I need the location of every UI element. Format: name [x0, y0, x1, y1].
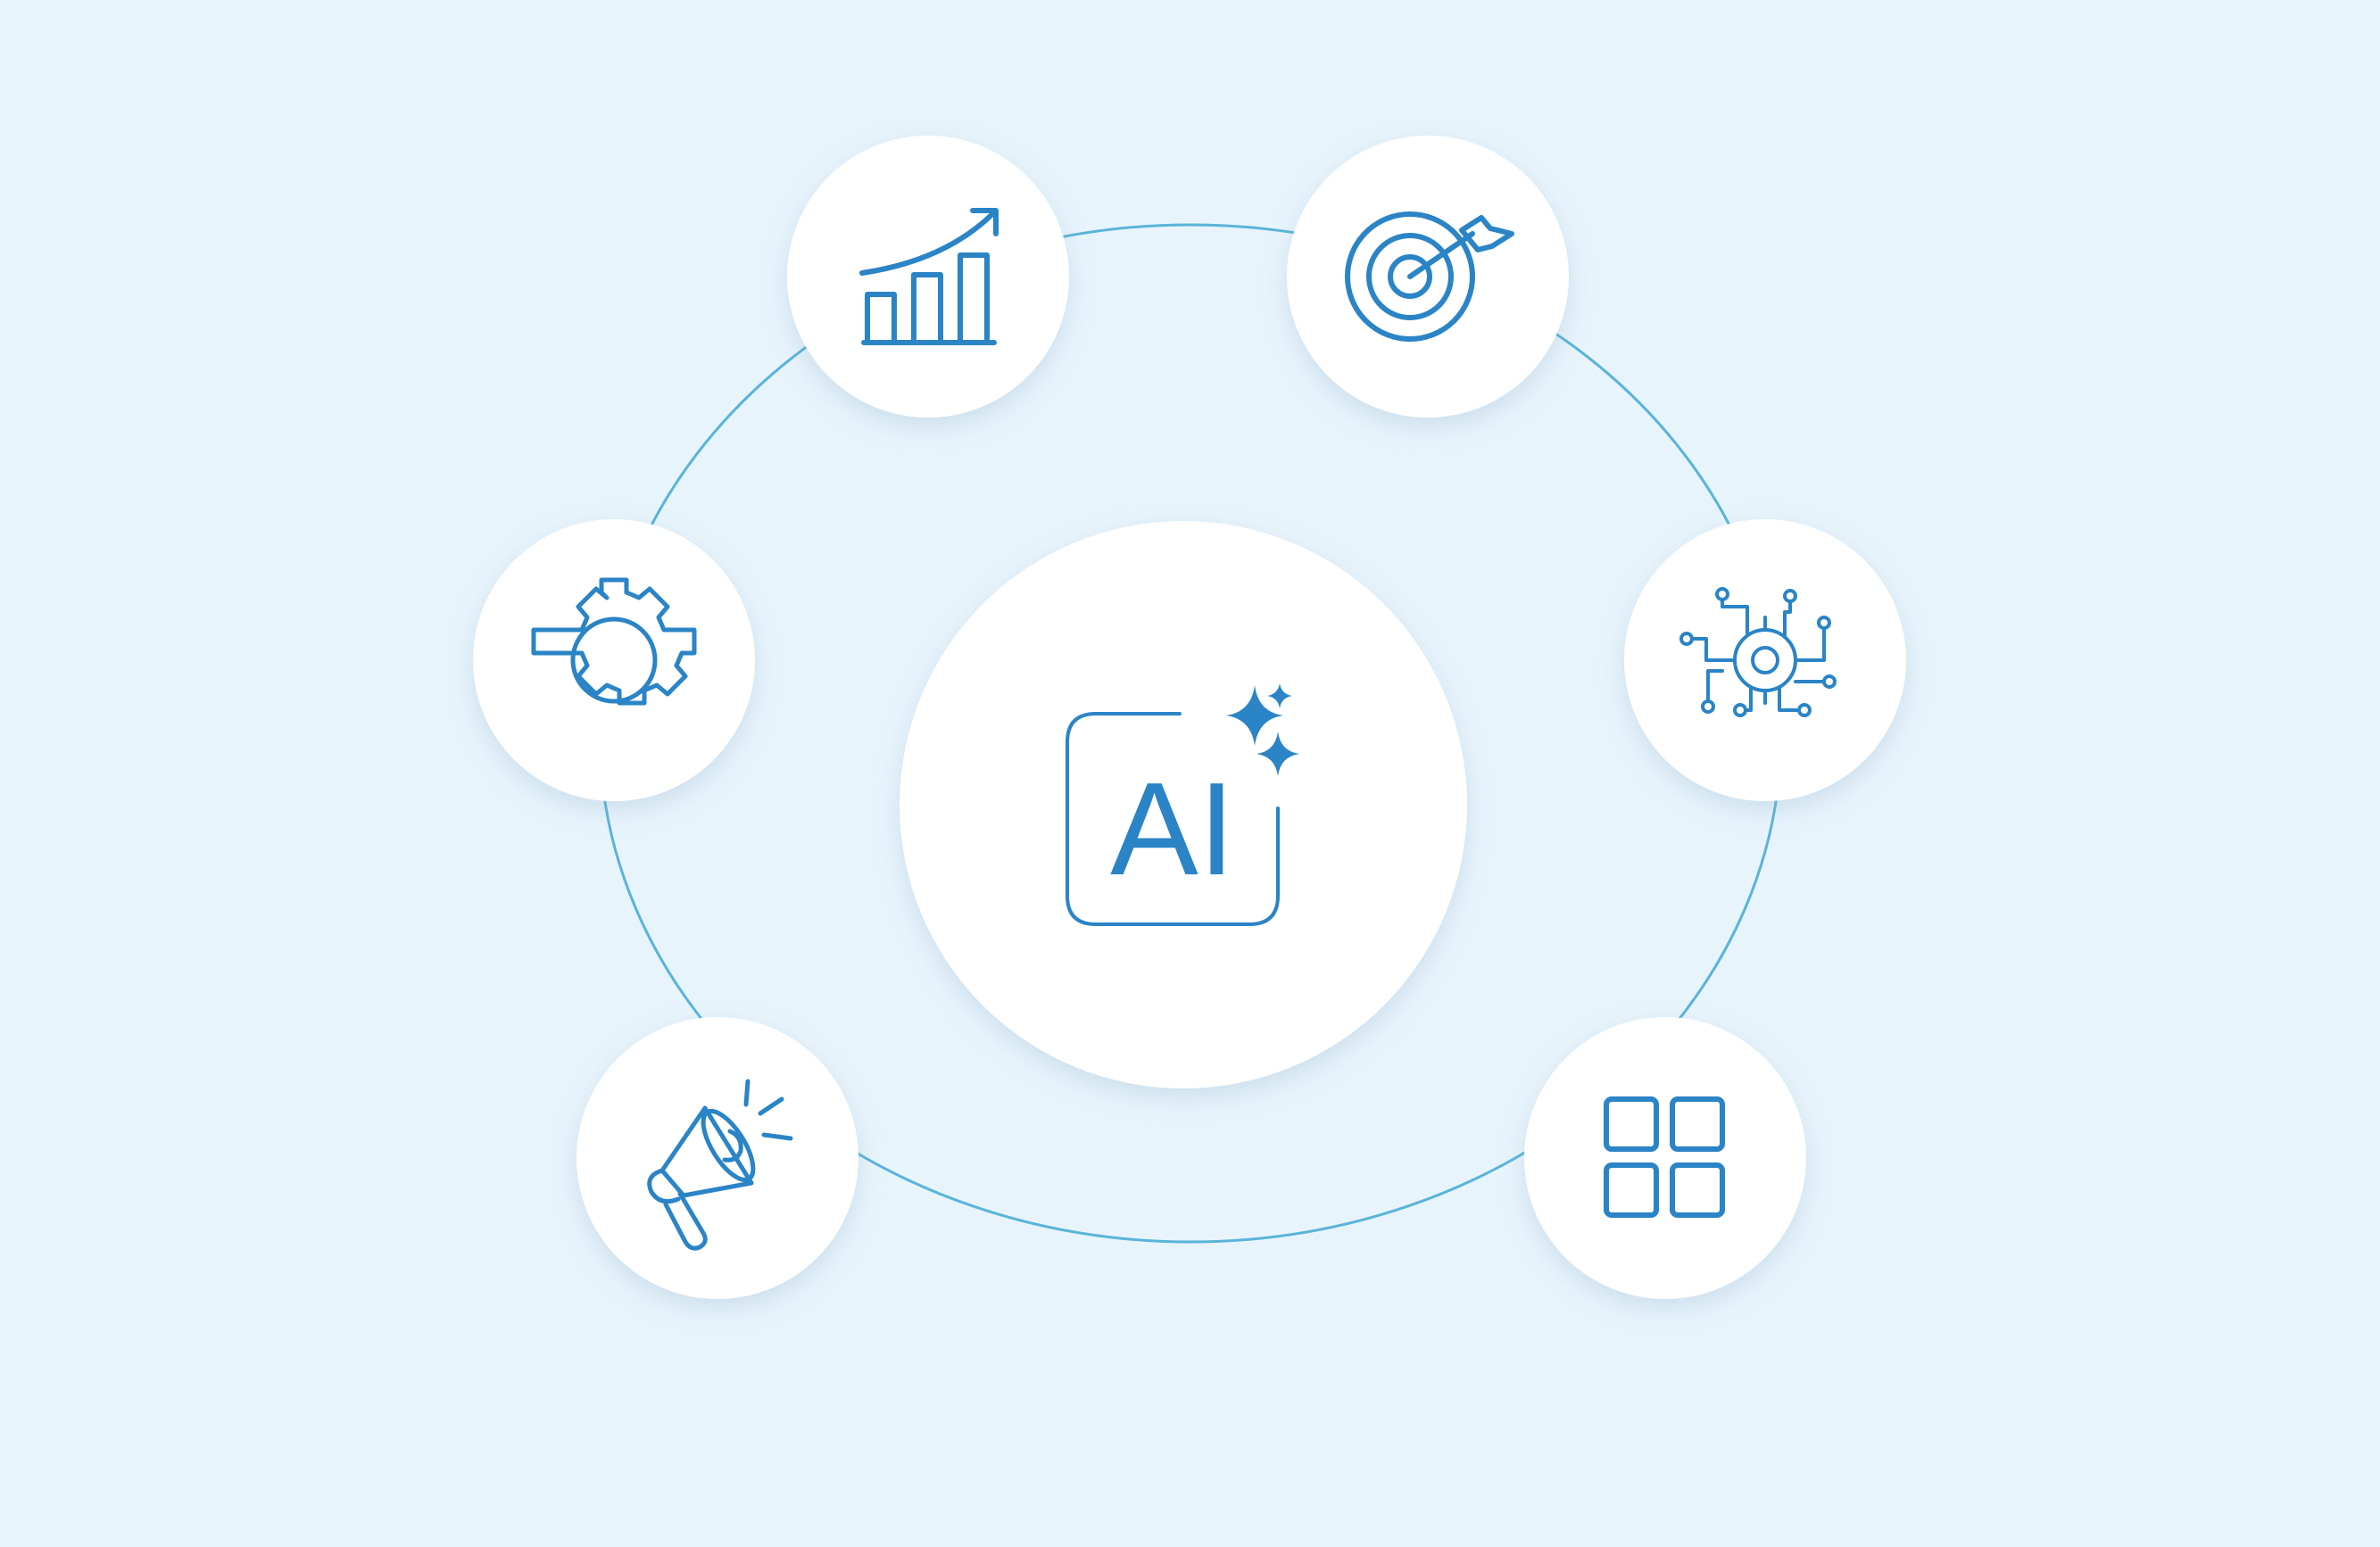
- ai-chip-sparkle-icon: [1066, 683, 1299, 926]
- center-node: AI: [900, 521, 1467, 1088]
- node-apps[interactable]: [1524, 1017, 1806, 1299]
- node-marketing[interactable]: [576, 1017, 858, 1299]
- ai-label: AI: [1110, 756, 1235, 903]
- gear-icon: [531, 577, 697, 706]
- node-automation[interactable]: [1624, 519, 1906, 801]
- node-settings[interactable]: [473, 519, 755, 801]
- grid-apps-icon: [1604, 1096, 1725, 1218]
- target-arrow-icon: [1345, 211, 1514, 342]
- node-growth-chart[interactable]: [787, 136, 1069, 418]
- node-target[interactable]: [1287, 136, 1569, 418]
- circuit-gear-icon: [1679, 587, 1837, 717]
- bar-chart-growth-icon: [859, 208, 999, 345]
- megaphone-icon: [647, 1079, 793, 1251]
